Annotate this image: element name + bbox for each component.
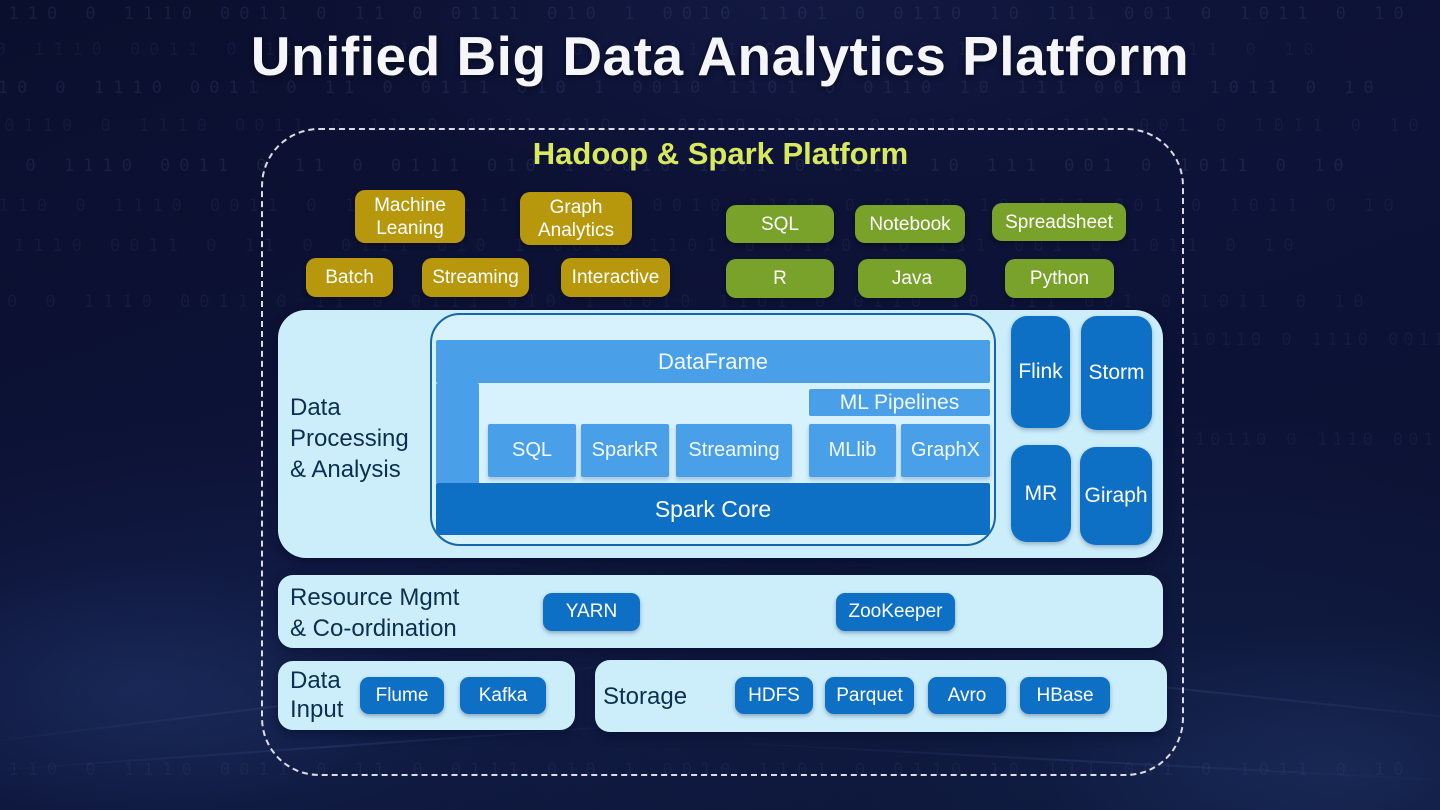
background-binary-texture: 10110 0 1110 0011 0 11 0 0111 010 1 0010… <box>0 40 1323 60</box>
engine-storm: Storm <box>1081 316 1152 430</box>
badge-batch: Batch <box>306 258 393 297</box>
spark-stack-box: DataFrame ML Pipelines SQL SparkR Stream… <box>430 313 996 546</box>
chip-hdfs: HDFS <box>735 677 813 714</box>
badge-graph-analytics: Graph Analytics <box>520 192 632 245</box>
engine-giraph: Giraph <box>1080 447 1152 545</box>
spark-module-graphx: GraphX <box>901 424 990 477</box>
spark-module-sql: SQL <box>488 424 576 477</box>
spark-module-sparkr: SparkR <box>581 424 669 477</box>
badge-interactive: Interactive <box>561 258 670 297</box>
badge-streaming: Streaming <box>422 258 529 297</box>
chip-zookeeper: ZooKeeper <box>836 593 955 631</box>
dataframe-side-strip <box>436 383 479 484</box>
slide-title: Unified Big Data Analytics Platform <box>250 25 1190 87</box>
background-binary-texture: 10110 0 1110 0011 0 11 0 0111 010 1 0010… <box>0 236 1303 256</box>
badge-sql-interface: SQL <box>726 205 834 243</box>
data-input-label: Data Input <box>290 666 343 724</box>
background-binary-texture: 10110 0 1110 0011 0 11 0 0111 010 1 0010… <box>0 4 1413 24</box>
data-processing-label-line: Processing <box>290 425 409 452</box>
dataframe-bar: DataFrame <box>436 340 990 383</box>
background-binary-texture: 10110 0 1110 0011 0 11 0 0111 010 1 0010… <box>0 156 1353 176</box>
chip-flume: Flume <box>360 677 444 714</box>
badge-r-language: R <box>726 259 834 298</box>
engine-flink: Flink <box>1011 316 1070 428</box>
hadoop-spark-platform-container <box>261 128 1184 776</box>
spark-module-mllib: MLlib <box>809 424 896 477</box>
spark-module-streaming: Streaming <box>676 424 792 477</box>
data-processing-label: Data Processing & Analysis <box>290 392 409 485</box>
chip-kafka: Kafka <box>460 677 546 714</box>
spark-core-bar: Spark Core <box>436 483 990 535</box>
background-binary-texture: 10110 0 1110 0011 0 11 0 0111 010 1 0010… <box>1190 330 1440 350</box>
resource-mgmt-label: Resource Mgmt & Co-ordination <box>290 582 459 644</box>
background-binary-texture: 10110 0 1110 0011 0 11 0 0111 010 1 0010… <box>0 116 1428 136</box>
data-processing-label-line: & Analysis <box>290 456 401 483</box>
chip-avro: Avro <box>928 677 1006 714</box>
background-binary-texture: 10110 0 1110 0011 0 11 0 0111 010 1 0010… <box>0 78 1383 98</box>
badge-notebook: Notebook <box>855 205 965 243</box>
hadoop-spark-platform-title: Hadoop & Spark Platform <box>532 136 909 171</box>
resource-mgmt-panel <box>278 575 1163 648</box>
data-input-label-line: Input <box>290 696 344 723</box>
resource-mgmt-label-line: & Co-ordination <box>290 615 457 642</box>
badge-java: Java <box>858 259 966 298</box>
ml-pipelines-bar: ML Pipelines <box>809 389 990 416</box>
chip-parquet: Parquet <box>825 677 914 714</box>
chip-yarn: YARN <box>543 593 640 631</box>
badge-spreadsheet: Spreadsheet <box>992 203 1126 241</box>
engine-mr: MR <box>1011 445 1071 542</box>
badge-machine-leaning: Machine Leaning <box>355 190 465 243</box>
data-input-label-line: Data <box>290 667 341 694</box>
badge-python: Python <box>1005 259 1114 298</box>
chip-hbase: HBase <box>1020 677 1110 714</box>
data-processing-label-line: Data <box>290 394 341 421</box>
background-binary-texture: 10110 0 1110 0011 0 11 0 0111 010 1 0010… <box>1195 430 1440 450</box>
resource-mgmt-label-line: Resource Mgmt <box>290 584 460 611</box>
storage-label: Storage <box>603 683 688 710</box>
